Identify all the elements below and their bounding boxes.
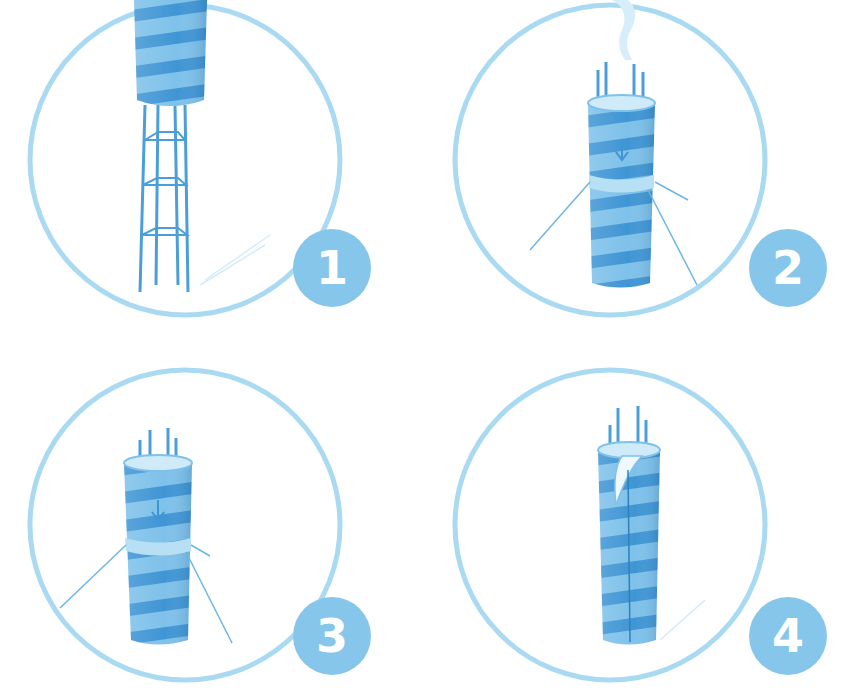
callout-text: 2	[772, 245, 804, 291]
callout-text: 4	[772, 613, 804, 659]
motion-lines	[200, 235, 270, 285]
form-tube	[134, 0, 207, 106]
shadow-lines	[660, 600, 705, 640]
callout-text: 3	[316, 613, 348, 659]
form-tube	[588, 95, 655, 288]
rebar-cage	[140, 105, 188, 292]
brace-line	[530, 182, 697, 285]
callout-text: 1	[316, 245, 348, 291]
form-tube	[124, 455, 192, 645]
concrete-pour	[612, 0, 635, 60]
callout-number: 3	[293, 597, 371, 675]
form-tube	[598, 442, 660, 645]
callout-number: 1	[293, 229, 371, 307]
frame-circle	[455, 370, 765, 680]
callout-number: 2	[749, 229, 827, 307]
brace-line	[60, 545, 232, 643]
frame-circle	[455, 5, 765, 315]
callout-number: 4	[749, 597, 827, 675]
